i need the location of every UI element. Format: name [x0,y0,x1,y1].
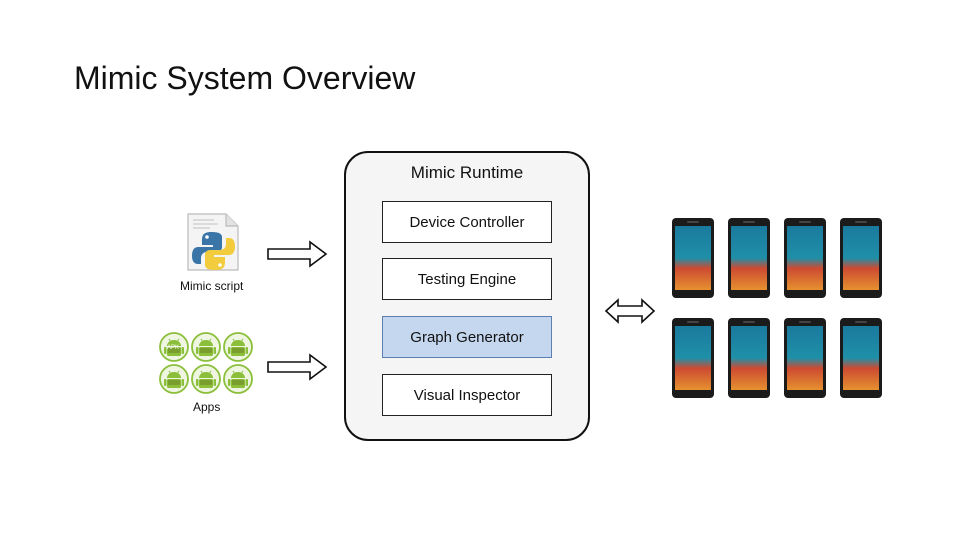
runtime-label: Mimic Runtime [410,163,524,182]
testing-engine-module: Testing Engine [382,258,552,300]
arrow-right-icon [266,240,328,268]
arrow-right-icon [266,353,328,381]
visual-inspector-module: Visual Inspector [382,374,552,416]
device-controller-module: Device Controller [382,201,552,243]
slide-title: Mimic System Overview [74,60,416,96]
double-arrow-icon [604,297,656,325]
script-caption: Mimic script [180,279,244,293]
apps-caption: Apps [193,400,221,414]
graph-generator-module: Graph Generator [382,316,552,358]
python-file-icon [186,212,240,272]
apk-badge-label: APK [167,345,180,351]
device-grid [672,218,886,400]
android-apk-icon [157,330,255,394]
